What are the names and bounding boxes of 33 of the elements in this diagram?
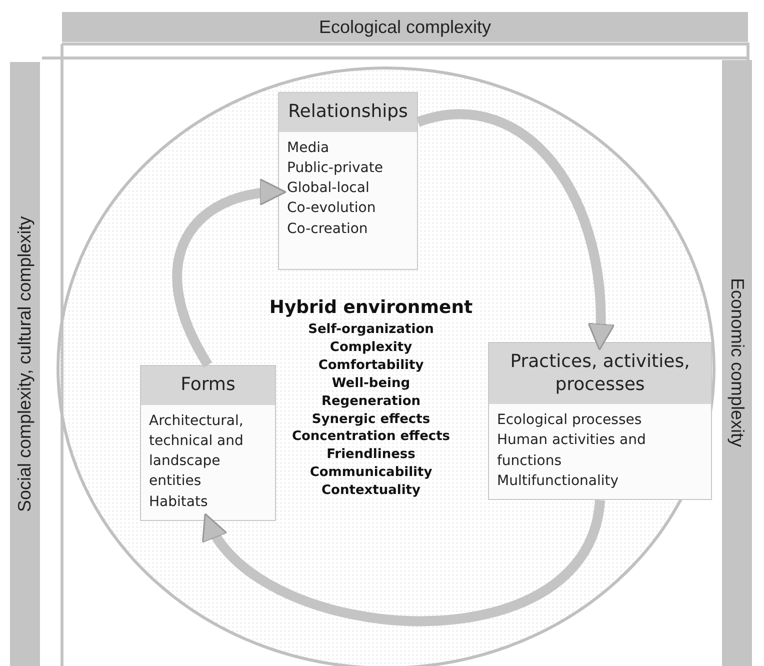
category-card	[140, 365, 276, 521]
keyword-text: Self-organization	[307, 320, 435, 339]
list-item: Global-local	[286, 179, 370, 198]
card-heading: Practices, activities, processes	[489, 343, 711, 404]
header-band: Ecological complexity	[62, 12, 748, 42]
category-card	[278, 92, 418, 270]
list-item: Architectural, technical and landscape entities	[148, 412, 244, 492]
keyword-text: Synergic effects	[310, 410, 432, 428]
list-item: Human activities and functions	[496, 431, 647, 471]
keyword-text: Complexity	[328, 338, 414, 357]
category-card	[488, 342, 712, 500]
keyword-text: Friendliness	[326, 446, 416, 464]
center-heading: Hybrid environment	[268, 296, 474, 320]
keyword-text: Well-being	[330, 374, 412, 393]
keyword-text: Contextuality	[320, 482, 422, 500]
list-item: Public-private	[286, 158, 384, 178]
list-item: Multifunctionality	[496, 472, 620, 491]
side-band: Social complexity, cultural complexity	[10, 62, 40, 666]
keyword-text: Regeneration	[320, 392, 422, 411]
curved-arrow	[172, 179, 287, 368]
keyword-text: Comfortability	[317, 356, 425, 375]
curved-arrow	[203, 499, 605, 626]
keyword-text: Communicability	[308, 464, 434, 482]
list-item: Media	[286, 138, 330, 158]
list-item: Co-evolution	[286, 199, 377, 218]
card-heading: Relationships	[279, 93, 417, 132]
list-item: Co-creation	[286, 220, 369, 239]
list-item: Habitats	[148, 492, 209, 512]
list-item: Ecological processes	[496, 411, 643, 430]
side-band: Economic complexity	[722, 60, 752, 666]
curved-arrow	[416, 110, 614, 351]
card-heading: Forms	[141, 366, 275, 404]
keyword-text: Concentration effects	[290, 428, 452, 446]
